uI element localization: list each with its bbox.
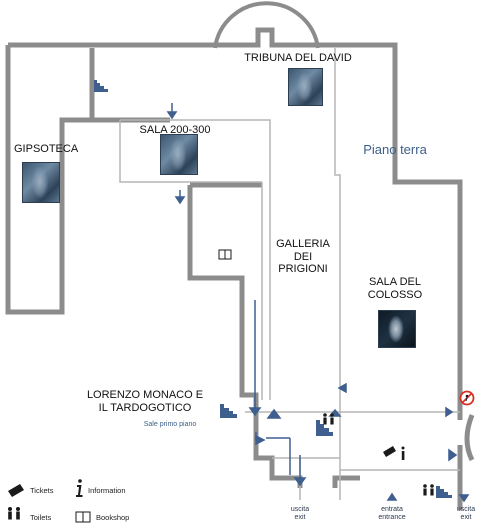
stairs-icon bbox=[94, 80, 108, 92]
stairs-icon bbox=[316, 420, 333, 436]
interior-partitions bbox=[119, 48, 460, 500]
entrance-line-2: entrance bbox=[378, 514, 406, 522]
galleria-line-3: PRIGIONI bbox=[278, 263, 328, 276]
legend-tickets-label: Tickets bbox=[30, 486, 54, 495]
route-arrows bbox=[166, 103, 470, 503]
legend-information-icon bbox=[76, 479, 83, 497]
colosso-line-1: SALA DEL bbox=[369, 276, 421, 288]
lorenzo-line-2: IL TARDOGOTICO bbox=[98, 401, 192, 414]
toilets-icon bbox=[323, 413, 434, 496]
entrance-line-1: entrata bbox=[381, 506, 403, 513]
exit-left-line-1: uscita bbox=[290, 506, 310, 513]
floor-label: Piano terra bbox=[363, 142, 427, 157]
david-thumbnail bbox=[288, 68, 323, 106]
ticket-icon bbox=[383, 446, 396, 457]
legend-toilets-icon bbox=[8, 507, 20, 520]
lorenzo-line-1: LORENZO MONACO E bbox=[86, 389, 204, 401]
exit-right-line-1: uscita bbox=[456, 506, 476, 513]
room-sala-del-colosso: SALA DEL COLOSSO bbox=[355, 276, 435, 301]
tribuna-dome bbox=[213, 1, 320, 49]
exit-left-line-2: exit bbox=[294, 514, 306, 522]
exit-label-right: uscita exit bbox=[449, 506, 483, 522]
exit-right-line-2: exit bbox=[460, 514, 472, 522]
no-entry-icon bbox=[459, 390, 475, 406]
gipsoteca-thumbnail bbox=[22, 162, 60, 203]
outer-walls bbox=[5, 27, 475, 510]
exit-label-left: uscita exit bbox=[283, 506, 317, 522]
room-lorenzo-monaco: LORENZO MONACO E IL TARDOGOTICO bbox=[70, 389, 220, 414]
legend-ticket-icon bbox=[8, 484, 24, 497]
room-galleria-dei-prigioni: GALLERIA DEI PRIGIONI bbox=[268, 238, 338, 276]
colosso-thumbnail bbox=[378, 310, 416, 348]
entrance-label: entrata entrance bbox=[370, 506, 414, 522]
room-sala-200-300: SALA 200-300 bbox=[139, 124, 211, 136]
book-icon bbox=[218, 249, 232, 260]
legend-toilets-label: Toilets bbox=[30, 513, 52, 522]
legend-information-label: Information bbox=[88, 486, 126, 495]
galleria-line-1: GALLERIA bbox=[276, 238, 330, 250]
legend-bookshop-label: Bookshop bbox=[96, 513, 130, 522]
stairs-icon bbox=[436, 486, 452, 498]
room-gipsoteca: GIPSOTECA bbox=[14, 143, 79, 155]
legend-book-icon bbox=[75, 511, 91, 523]
sala-200-300-thumbnail bbox=[160, 134, 198, 175]
sale-primo-piano-label: Sale primo piano bbox=[143, 421, 197, 428]
room-tribuna-del-david: TRIBUNA DEL DAVID bbox=[244, 52, 352, 64]
information-icon bbox=[401, 446, 405, 460]
stairs-icon bbox=[220, 404, 237, 418]
galleria-line-2: DEI bbox=[293, 250, 313, 263]
colosso-line-2: COLOSSO bbox=[367, 288, 423, 301]
